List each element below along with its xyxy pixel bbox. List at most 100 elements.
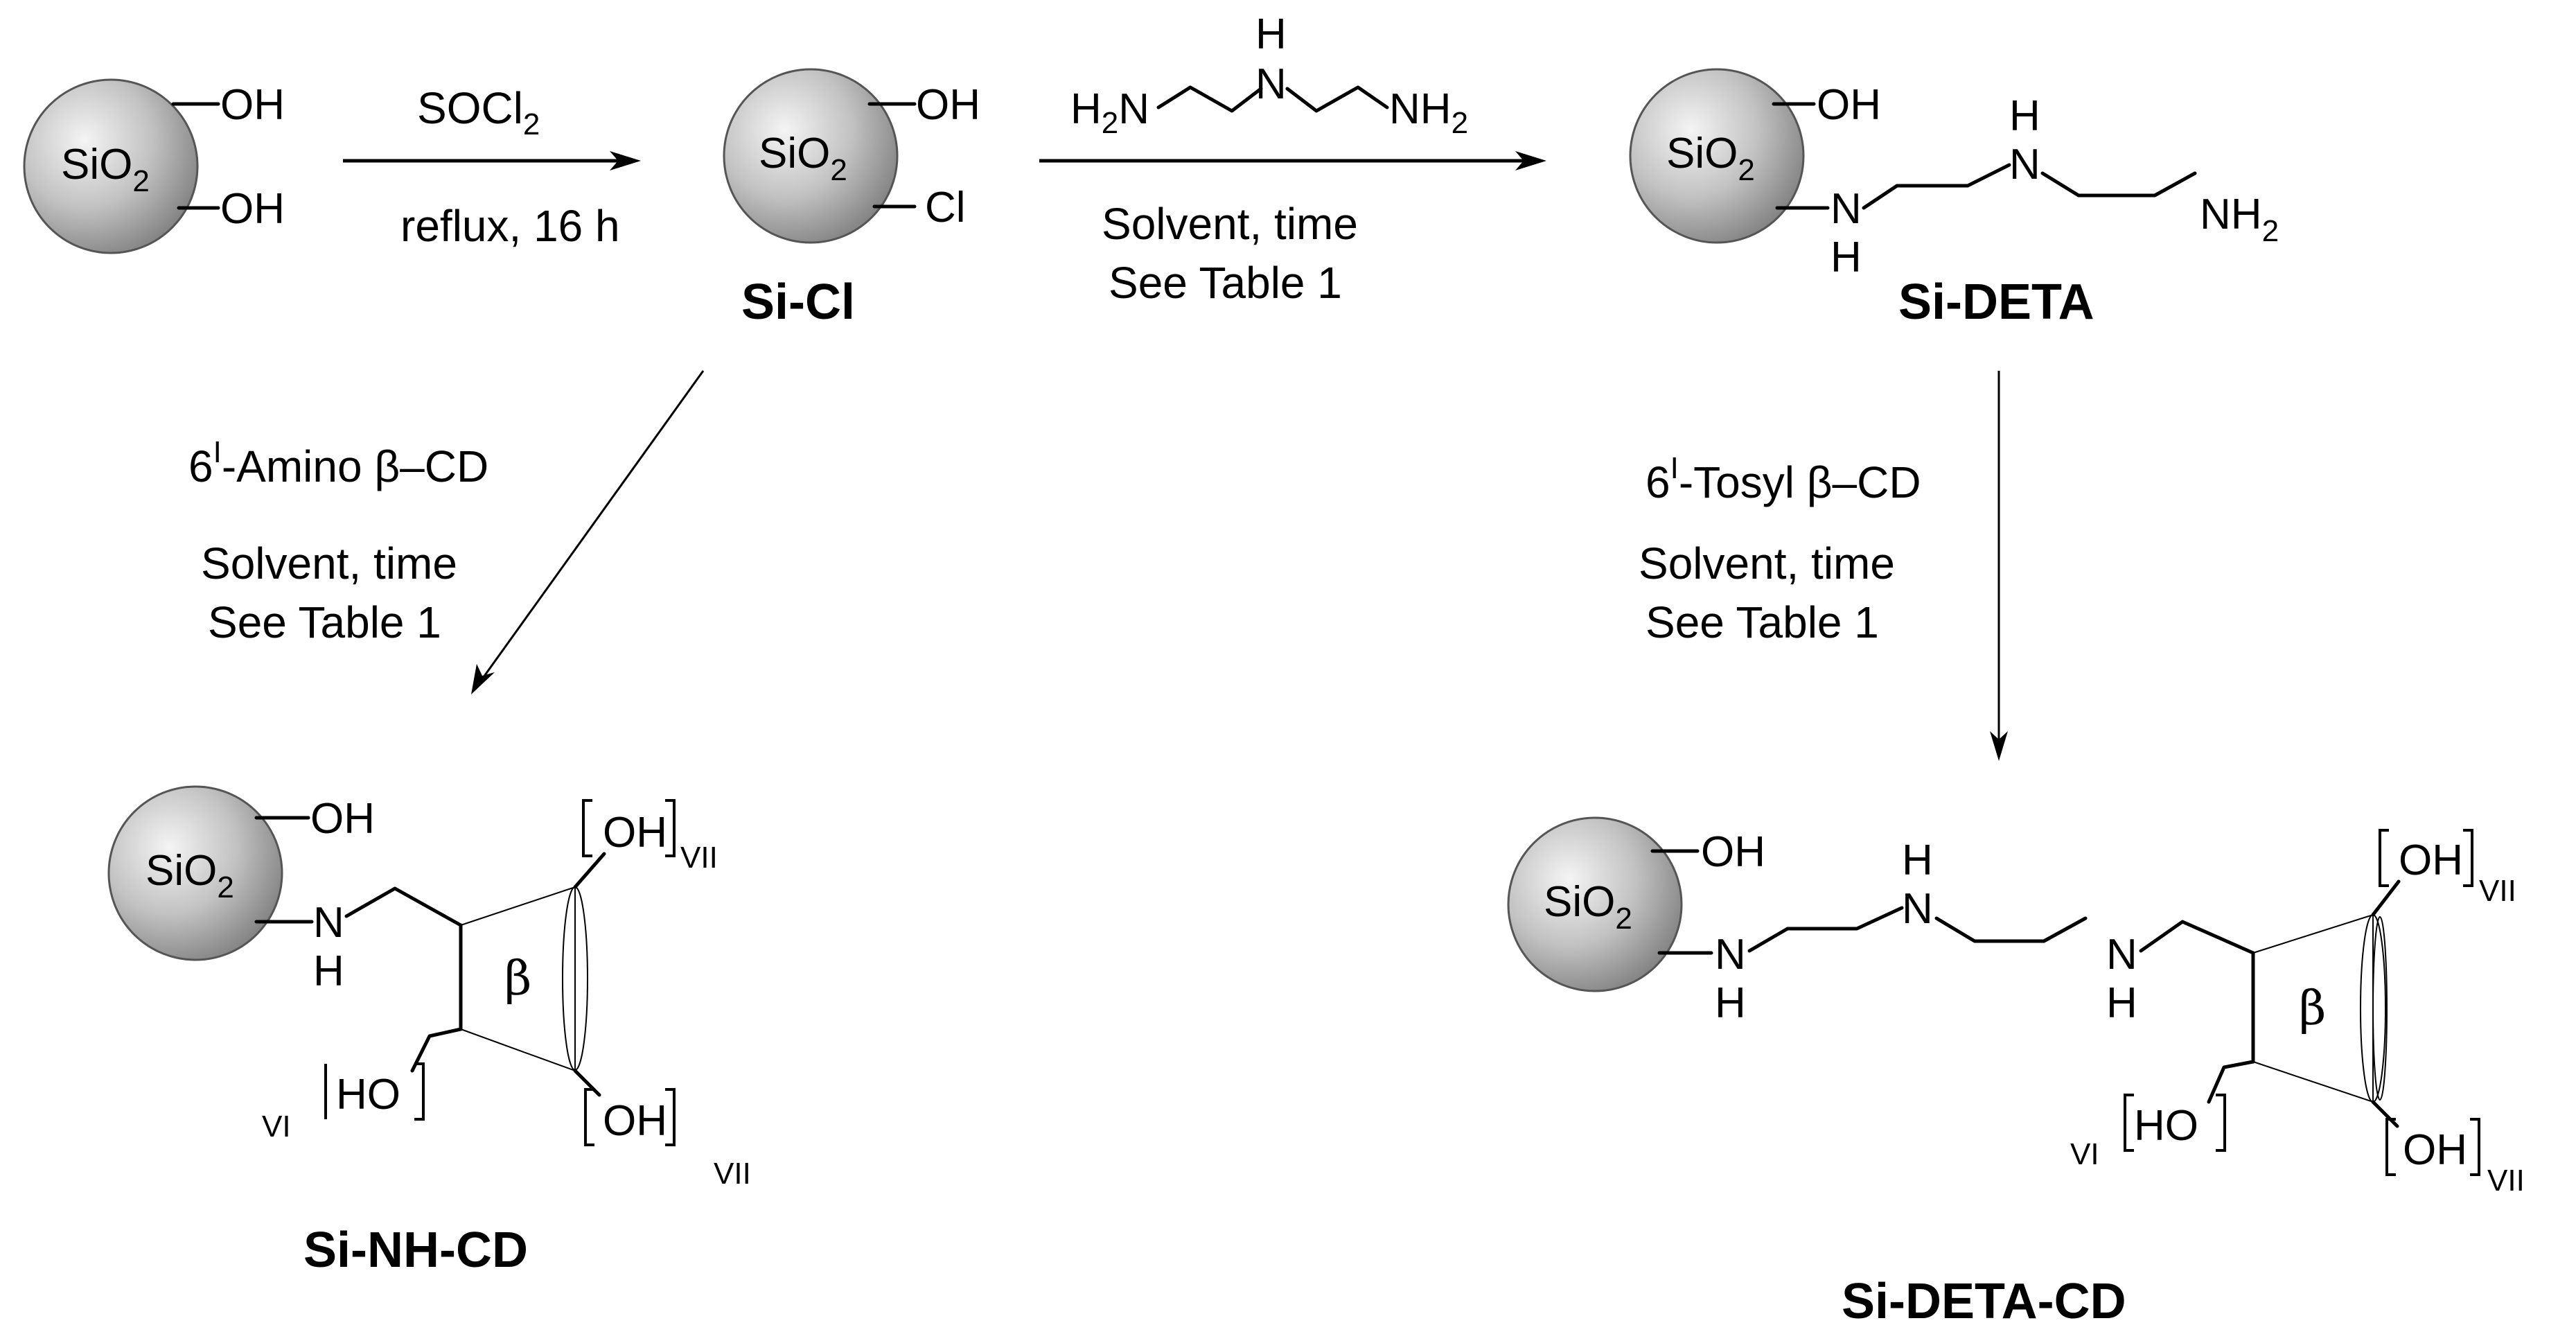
conditions-step4-line2: See Table 1 bbox=[1646, 597, 1879, 647]
nh2-si-deta: NH2 bbox=[2200, 191, 2279, 248]
silica-start: SiO2 OH OH bbox=[23, 78, 285, 254]
vii-top-si-deta-cd: VII bbox=[2479, 874, 2516, 908]
bond-oh-bottom-si-deta-cd bbox=[2371, 1100, 2399, 1128]
h-si-nh-cd: H bbox=[313, 947, 344, 995]
arrow-step1: SOCl2 reflux, 16 h bbox=[343, 83, 641, 251]
bracket-close-top-si-nh-cd bbox=[665, 799, 676, 857]
oh-bottom-si-deta-cd: OH bbox=[2403, 1126, 2467, 1174]
deta-chain-right bbox=[1285, 85, 1389, 113]
reagent-socl2: SOCl2 bbox=[417, 83, 540, 141]
beta-si-deta-cd: β bbox=[2299, 981, 2326, 1036]
deta-nh2: NH2 bbox=[1389, 85, 1468, 140]
n-si-nh-cd: N bbox=[313, 899, 344, 947]
sio2-label-si-nh-cd: SiO2 bbox=[145, 847, 234, 904]
ho-si-deta-cd: HO bbox=[2134, 1102, 2198, 1150]
chain1-si-deta-cd bbox=[1747, 906, 1904, 953]
label-si-deta-cd: Si-DETA-CD bbox=[1842, 1274, 2126, 1329]
silica-particle-si-deta-cd bbox=[1507, 816, 1683, 992]
bracket-open-bottom-si-deta-cd bbox=[2385, 1118, 2396, 1176]
n1-si-deta: N bbox=[1830, 185, 1862, 233]
deta-h2n: H2N bbox=[1070, 85, 1149, 140]
chain2-si-deta-cd bbox=[1934, 916, 2088, 943]
silica-particle-si-deta bbox=[1629, 68, 1805, 244]
reagent-amino-cd: 6I-Amino β–CD bbox=[188, 435, 488, 491]
compound-si-nh-cd: SiO2 OH N H β OH VII OH VII HO VI Si-NH-… bbox=[107, 785, 751, 1278]
h1-si-deta-cd: H bbox=[1715, 979, 1746, 1027]
bracket-open-top-si-nh-cd bbox=[582, 799, 592, 857]
conditions-step4-line1: Solvent, time bbox=[1639, 538, 1895, 588]
label-si-cl: Si-Cl bbox=[741, 274, 855, 330]
label-si-deta: Si-DETA bbox=[1898, 274, 2094, 330]
oh-si-cl: OH bbox=[916, 81, 980, 129]
conditions-step2-line1: Solvent, time bbox=[1102, 199, 1358, 249]
oh-si-nh-cd: OH bbox=[310, 795, 375, 843]
linker-si-nh-cd bbox=[344, 886, 463, 927]
bond-oh-top-si-nh-cd bbox=[573, 852, 606, 889]
silica-particle-si-nh-cd bbox=[107, 785, 283, 961]
n3-si-deta-cd: N bbox=[2106, 931, 2137, 979]
bracket-close-ho-si-nh-cd bbox=[414, 1062, 425, 1121]
linker-si-deta-cd bbox=[2139, 920, 2255, 955]
vii-bottom-si-deta-cd: VII bbox=[2487, 1164, 2525, 1198]
n2-si-deta: N bbox=[2009, 141, 2040, 189]
chain2-si-deta bbox=[2040, 171, 2197, 198]
ho-si-nh-cd: HO bbox=[336, 1071, 400, 1119]
arrow-step3: 6I-Amino β–CD Solvent, time See Table 1 bbox=[188, 370, 705, 694]
n2-si-deta-cd: N bbox=[1902, 885, 1933, 933]
arrow-step4: 6I-Tosyl β–CD Solvent, time See Table 1 bbox=[1639, 371, 2008, 761]
arrowhead-step2 bbox=[1515, 151, 1546, 170]
sio2-label-si-deta-cd: SiO2 bbox=[1544, 878, 1632, 936]
sio2-label-start: SiO2 bbox=[61, 141, 150, 198]
beta-si-nh-cd: β bbox=[504, 952, 531, 1006]
compound-si-cl: SiO2 OH Cl Si-Cl bbox=[723, 68, 980, 330]
h3-si-deta-cd: H bbox=[2106, 979, 2137, 1027]
bracket-open-ho-si-deta-cd bbox=[2124, 1094, 2134, 1152]
vii-top-si-nh-cd: VII bbox=[680, 841, 718, 875]
reagent-tosyl-cd: 6I-Tosyl β–CD bbox=[1646, 451, 1921, 507]
bracket-close-top-si-deta-cd bbox=[2463, 829, 2473, 887]
vi-si-nh-cd: VI bbox=[262, 1110, 291, 1143]
oh-top-si-deta-cd: OH bbox=[2399, 836, 2463, 884]
compound-si-deta: SiO2 OH N H H N NH2 Si-DETA bbox=[1629, 68, 2279, 330]
arrowhead-step4 bbox=[1990, 731, 2008, 761]
h1-si-deta: H bbox=[1830, 234, 1862, 281]
oh-bottom-si-nh-cd: OH bbox=[603, 1097, 667, 1145]
oh1-start: OH bbox=[220, 81, 285, 129]
n1-si-deta-cd: N bbox=[1715, 931, 1746, 979]
bond-oh-bottom-si-nh-cd bbox=[573, 1069, 601, 1097]
arrowhead-step1 bbox=[610, 151, 641, 170]
bracket-close-bottom-si-deta-cd bbox=[2470, 1118, 2480, 1176]
deta-nh-n: N bbox=[1255, 60, 1287, 108]
compound-si-deta-cd: SiO2 OH N H H N N H β OH VII OH VII HO bbox=[1507, 816, 2525, 1329]
arrow-step2: H2N H N NH2 Solvent, time See Table 1 bbox=[1039, 10, 1546, 308]
silica-particle-start bbox=[23, 78, 199, 254]
silica-particle-si-cl bbox=[723, 68, 899, 244]
bracket-open-bottom-si-nh-cd bbox=[584, 1088, 594, 1146]
cd-rim-inner-si-deta-cd bbox=[2372, 916, 2388, 1101]
deta-nh-h: H bbox=[1255, 10, 1287, 58]
conditions-reflux: reflux, 16 h bbox=[400, 201, 620, 251]
sio2-label-si-cl: SiO2 bbox=[759, 130, 847, 187]
bond-ho-si-deta-cd bbox=[2207, 1060, 2255, 1104]
conditions-step3-line1: Solvent, time bbox=[201, 538, 457, 588]
deta-chain-left bbox=[1156, 85, 1263, 113]
conditions-step2-line2: See Table 1 bbox=[1109, 258, 1342, 308]
conditions-step3-line2: See Table 1 bbox=[208, 597, 441, 647]
bracket-open-top-si-deta-cd bbox=[2379, 829, 2389, 887]
arrowhead-step3 bbox=[471, 664, 495, 694]
h2-si-deta: H bbox=[2009, 92, 2040, 140]
bracket-close-ho-si-deta-cd bbox=[2216, 1094, 2226, 1152]
sio2-label-si-deta: SiO2 bbox=[1666, 130, 1755, 187]
bond-oh-top-si-deta-cd bbox=[2371, 879, 2401, 917]
vi-si-deta-cd: VI bbox=[2070, 1137, 2099, 1171]
bracket-close-bottom-si-nh-cd bbox=[665, 1088, 676, 1146]
oh-si-deta: OH bbox=[1817, 81, 1881, 129]
oh2-start: OH bbox=[220, 185, 285, 233]
chain1-si-deta bbox=[1862, 163, 2011, 210]
cl-si-cl: Cl bbox=[925, 184, 966, 231]
oh-top-si-nh-cd: OH bbox=[603, 809, 667, 857]
h2-si-deta-cd: H bbox=[1902, 836, 1933, 884]
arrow-line-step3 bbox=[477, 370, 705, 685]
oh-si-deta-cd: OH bbox=[1701, 828, 1765, 876]
label-si-nh-cd: Si-NH-CD bbox=[303, 1223, 528, 1278]
